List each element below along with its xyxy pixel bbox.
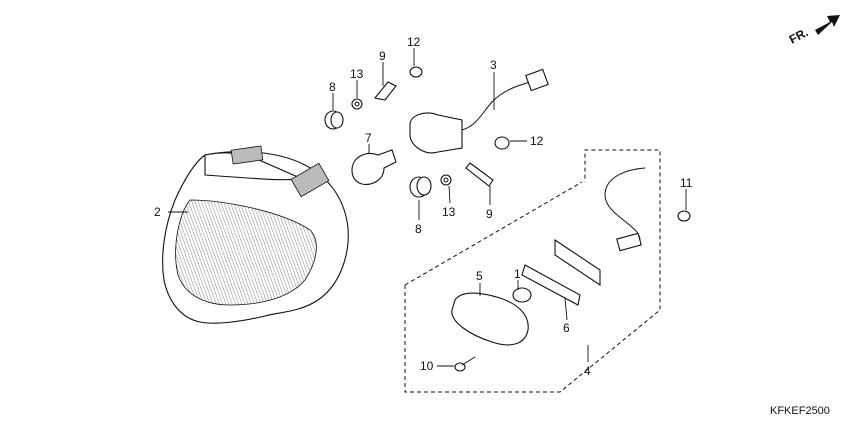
washer-upper <box>351 98 363 110</box>
callout-2: 2 <box>154 205 161 219</box>
front-direction-indicator: FR. <box>787 15 840 47</box>
headlight-bulb <box>351 149 397 185</box>
bulb-socket-plate <box>521 238 601 306</box>
nut-lower <box>494 136 510 150</box>
callout-12-lower: 12 <box>530 134 544 148</box>
headlight-housing <box>162 145 349 324</box>
screw <box>454 356 476 372</box>
callout-12-upper: 12 <box>407 35 421 49</box>
nut-clip <box>677 210 691 222</box>
callout-8-upper: 8 <box>329 80 336 94</box>
callout-4: 4 <box>584 364 591 378</box>
front-direction-label: FR. <box>787 25 811 46</box>
callout-11: 11 <box>680 176 693 190</box>
callout-9-upper: 9 <box>379 49 386 63</box>
callout-5: 5 <box>476 269 483 283</box>
callout-3: 3 <box>490 58 497 72</box>
taillight-lens <box>451 292 529 346</box>
bracket-upper <box>373 81 397 101</box>
grommet-lower <box>409 176 432 198</box>
front-arrow-icon <box>815 15 840 35</box>
taillight-bulb <box>512 287 532 303</box>
callouts: 2 3 8 13 9 12 7 8 13 9 12 5 1 6 4 10 11 <box>154 35 693 378</box>
nut-upper <box>409 66 423 78</box>
taillight-group-outline <box>404 149 661 393</box>
callout-1: 1 <box>514 267 521 281</box>
grommet-upper <box>324 110 344 130</box>
callout-7: 7 <box>365 131 372 145</box>
washer-lower <box>440 174 452 186</box>
socket-harness <box>409 68 549 154</box>
callout-13-upper: 13 <box>350 67 364 81</box>
callout-13-lower: 13 <box>442 205 456 219</box>
bracket-lower <box>465 162 494 187</box>
callout-6: 6 <box>563 321 570 335</box>
callout-9-lower: 9 <box>486 207 493 221</box>
diagram-code: KFKEF2500 <box>770 405 830 417</box>
leader-lines <box>168 48 687 367</box>
callout-10: 10 <box>420 359 434 373</box>
taillight-wire <box>604 167 646 252</box>
callout-8-lower: 8 <box>415 222 422 236</box>
